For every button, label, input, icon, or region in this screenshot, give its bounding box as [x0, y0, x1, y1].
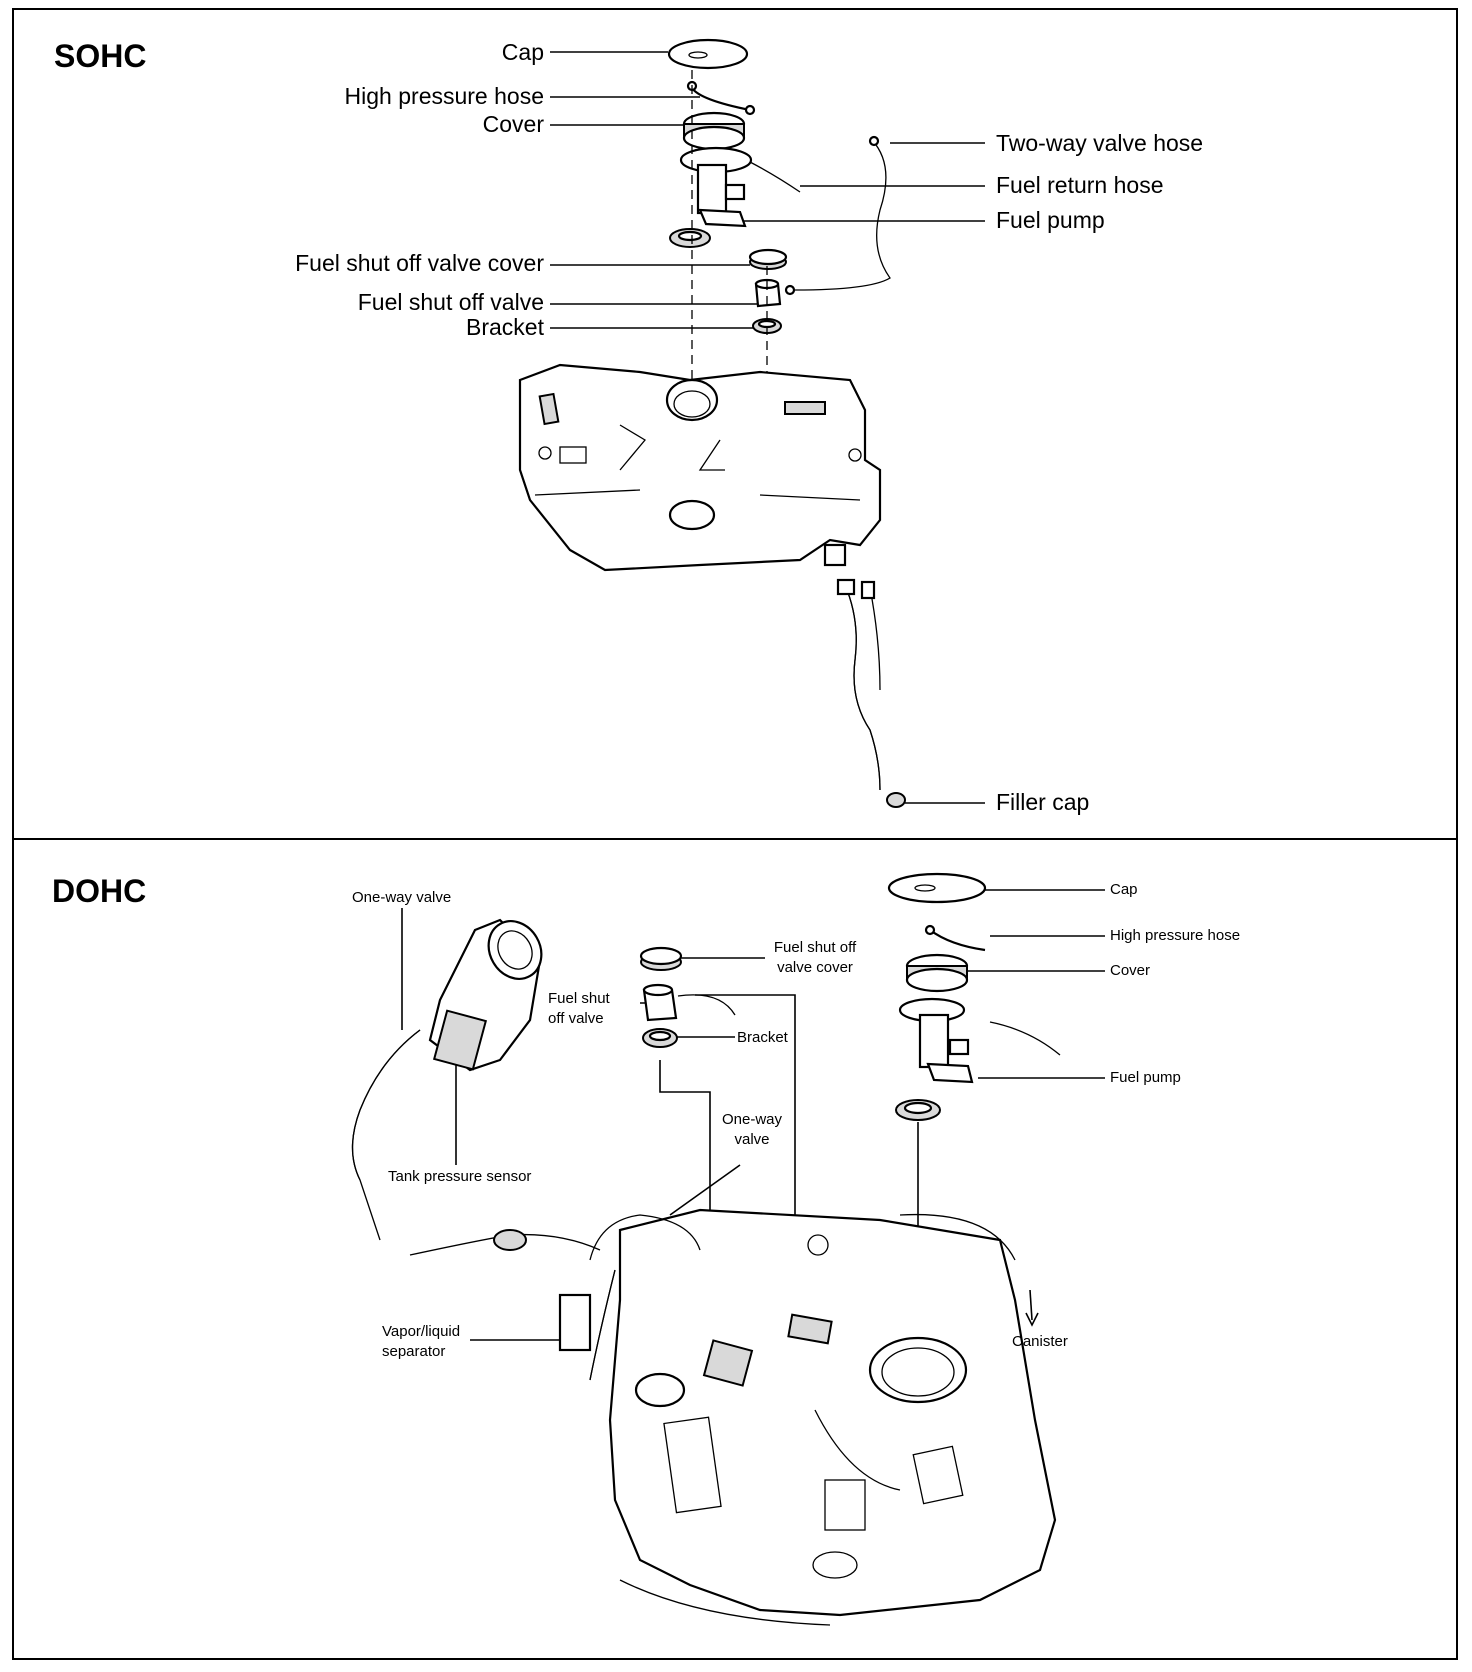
sohc-label-fuel-shut-off-valve: Fuel shut off valve	[357, 289, 544, 315]
dohc-label-fuel-shut-off-valve-cover: Fuel shut off valve cover	[760, 938, 870, 979]
dohc-label-vapor-liquid-separator: Vapor/liquid separator	[382, 1322, 460, 1363]
dohc-shut-off-valve-icon	[642, 983, 736, 1022]
sohc-section-title: SOHC	[54, 38, 147, 74]
dohc-pump-seal-icon	[895, 1099, 941, 1121]
dohc-label-canister: Canister	[1012, 1333, 1068, 1350]
sohc-fuel-tank-icon	[518, 363, 882, 572]
section-divider	[12, 838, 1458, 840]
sohc-pump-seal-icon	[669, 228, 711, 248]
dohc-cap-icon	[887, 872, 987, 904]
dohc-label-one-way-valve-mid: One-way valve	[716, 1110, 788, 1151]
sohc-high-pressure-hose-icon	[686, 80, 756, 116]
sohc-fuel-pump-icon	[679, 146, 801, 228]
dohc-label-one-way-valve-mid-line1: One-way	[721, 1111, 783, 1128]
sohc-label-cap: Cap	[501, 39, 544, 65]
dohc-label-vapor-liquid-separator-line1: Vapor/liquid	[382, 1323, 461, 1340]
diagram-frame	[12, 8, 1458, 1660]
dohc-label-bracket: Bracket	[737, 1029, 788, 1046]
sohc-label-fuel-return-hose: Fuel return hose	[996, 172, 1164, 198]
dohc-fuel-tank-icon	[608, 1208, 1057, 1626]
sohc-filler-cap-icon	[886, 792, 906, 808]
dohc-high-pressure-hose-icon	[924, 924, 986, 952]
dohc-label-cap: Cap	[1110, 881, 1138, 898]
sohc-two-way-valve-hose-icon	[784, 135, 891, 296]
dohc-label-tank-pressure-sensor: Tank pressure sensor	[388, 1168, 532, 1185]
dohc-filler-assembly-icon	[351, 918, 543, 1241]
dohc-section-title: DOHC	[52, 873, 147, 909]
sohc-label-fuel-shut-off-valve-cover: Fuel shut off valve cover	[295, 250, 544, 276]
dohc-label-fuel-shut-off-valve-cover-line1: Fuel shut off	[773, 939, 857, 956]
sohc-label-cover: Cover	[482, 111, 544, 137]
dohc-leader-lines	[401, 889, 1105, 1341]
sohc-shut-off-valve-icon	[754, 278, 782, 308]
sohc-label-high-pressure-hose: High pressure hose	[344, 83, 544, 109]
dohc-label-fuel-shut-off-valve: Fuel shut off valve	[548, 989, 610, 1030]
sohc-label-fuel-pump: Fuel pump	[996, 207, 1105, 233]
sohc-label-two-way-valve-hose: Two-way valve hose	[996, 130, 1204, 156]
dohc-label-fuel-pump: Fuel pump	[1110, 1069, 1181, 1086]
sohc-cover-icon	[682, 111, 746, 151]
dohc-label-cover: Cover	[1110, 962, 1151, 979]
dohc-label-fuel-shut-off-valve-line2: off valve	[548, 1010, 604, 1028]
dohc-valve-cover-icon	[639, 946, 683, 971]
dohc-label-fuel-shut-off-valve-cover-line2: valve cover	[777, 959, 853, 977]
dohc-label-high-pressure-hose: High pressure hose	[1110, 927, 1241, 944]
sohc-leader-lines	[550, 51, 985, 804]
sohc-cap-icon	[667, 38, 749, 70]
dohc-label-fuel-shut-off-valve-line1: Fuel shut	[548, 990, 610, 1007]
dohc-label-vapor-liquid-separator-line2: separator	[382, 1343, 446, 1361]
dohc-label-one-way-valve-top: One-way valve	[352, 889, 452, 906]
dohc-separator-icon	[409, 1214, 701, 1381]
dohc-bracket-icon	[642, 1028, 678, 1048]
sohc-filler-neck-icon	[836, 578, 881, 791]
dohc-fuel-pump-icon	[898, 997, 1061, 1084]
dohc-cover-icon	[905, 953, 969, 993]
dohc-label-one-way-valve-mid-line2: valve	[734, 1131, 770, 1149]
sohc-label-bracket: Bracket	[466, 314, 544, 340]
sohc-label-filler-cap: Filler cap	[996, 789, 1090, 815]
sohc-valve-cover-icon	[748, 248, 788, 270]
